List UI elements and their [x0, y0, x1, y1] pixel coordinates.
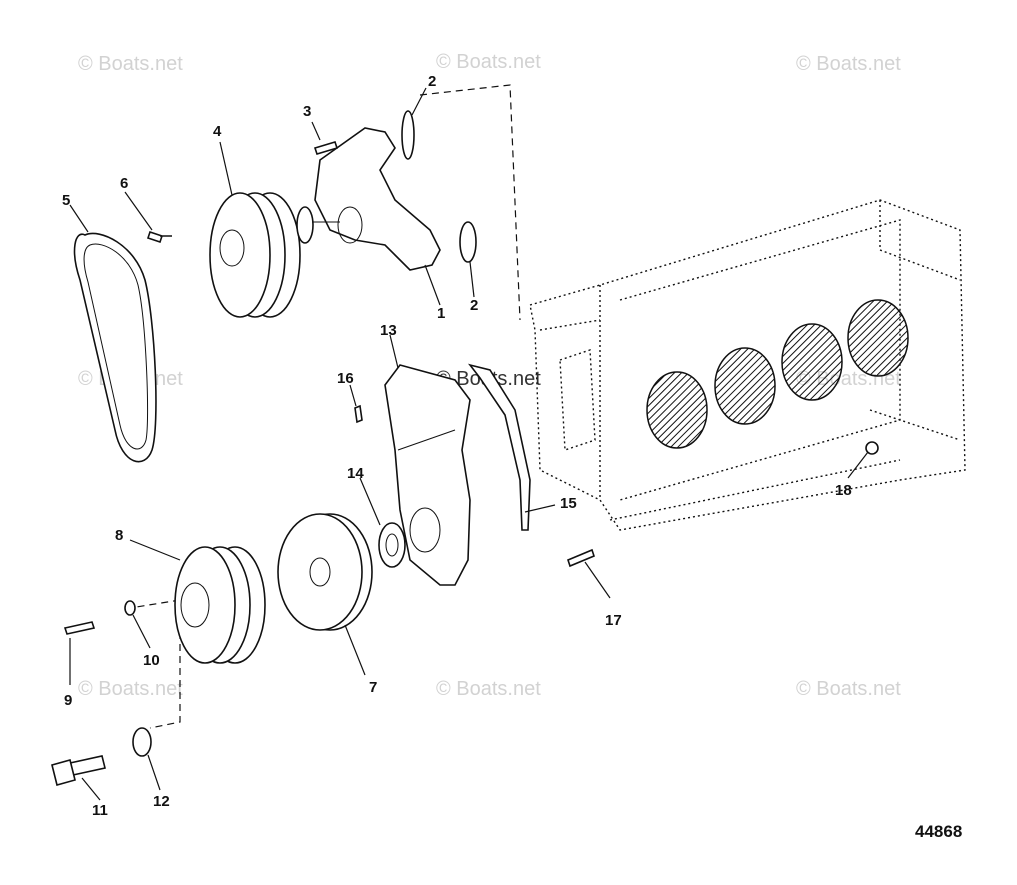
bolt	[313, 141, 339, 155]
diagram-number: 44868	[915, 822, 963, 841]
callout-17: 17	[605, 612, 622, 629]
watermark: © Boats.net	[78, 53, 183, 75]
drive-belt	[73, 232, 157, 463]
callout-16: 16	[337, 370, 354, 387]
watermark: © Boats.net	[796, 53, 901, 75]
callout-2: 2	[428, 73, 436, 90]
callout-5: 5	[62, 192, 70, 209]
callout-11: 11	[92, 802, 108, 819]
alignment-line	[149, 620, 181, 729]
engine-block	[529, 199, 966, 531]
water-pump	[296, 127, 441, 271]
alignment-line	[419, 84, 521, 321]
washer	[124, 600, 136, 616]
callout-3: 3	[303, 103, 311, 120]
bolt	[146, 230, 172, 244]
callout-15: 15	[560, 495, 577, 512]
callout-14: 14	[347, 465, 364, 482]
watermark: © Boats.net	[436, 678, 541, 700]
callout-12: 12	[153, 793, 170, 810]
callout-4: 4	[213, 123, 222, 140]
dowel-pin	[567, 548, 595, 568]
callout-7: 7	[369, 679, 377, 696]
bolt	[354, 404, 363, 424]
timing-cover-gasket	[467, 363, 531, 531]
plug	[865, 441, 879, 455]
timing-cover	[384, 364, 471, 586]
leader-lines	[69, 87, 869, 801]
watermark: © Boats.net	[436, 51, 541, 73]
watermark: © Boats.net	[78, 678, 183, 700]
front-seal	[378, 522, 406, 568]
washer	[132, 727, 152, 757]
callout-9: 9	[64, 692, 72, 709]
water-pump-pulley	[209, 192, 301, 318]
alignment-line	[129, 599, 181, 609]
gasket	[459, 221, 477, 263]
bolt	[63, 621, 96, 635]
callout-13: 13	[380, 322, 397, 339]
callout-2: 2	[470, 297, 478, 314]
harmonic-balancer	[277, 513, 373, 631]
callout-10: 10	[143, 652, 160, 669]
callout-6: 6	[120, 175, 128, 192]
callout-18: 18	[835, 482, 852, 499]
callout-1: 1	[437, 305, 445, 322]
gasket	[401, 110, 415, 160]
callout-8: 8	[115, 527, 123, 544]
watermark: © Boats.net	[796, 678, 901, 700]
crank-bolt	[51, 755, 106, 786]
callouts: 2 3 4 6 5 1 2 13 16 14 15 17 18 8 10 9 7…	[62, 73, 852, 819]
crankshaft-pulley	[174, 546, 266, 664]
